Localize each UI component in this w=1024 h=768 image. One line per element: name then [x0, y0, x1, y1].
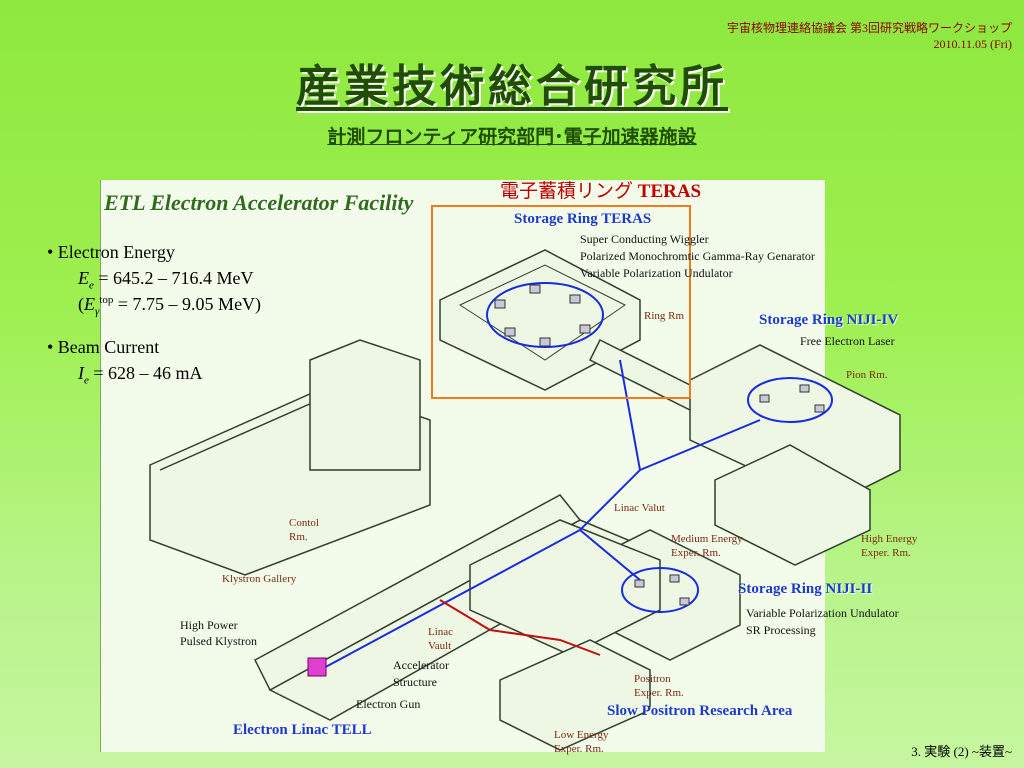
teras-highlight-box — [431, 205, 691, 399]
label-niji2-sr-processing: SR Processing — [746, 623, 816, 637]
label-free-electron-laser: Free Electron Laser — [800, 334, 895, 348]
teras-building — [439, 249, 641, 391]
gamma-energy-range: = 7.75 – 9.05 MeV) — [117, 294, 262, 314]
teras-heading-jp: 電子蓄積リング — [500, 181, 638, 202]
label-klystron-gallery: Klystron Gallery — [222, 573, 297, 585]
label-niji2-undulator: Variable Polarization Undulator — [746, 606, 899, 620]
label-linac-valut: Linac Valut — [614, 502, 665, 514]
label-storage-ring-niji4: Storage Ring NIJI-IV — [759, 312, 899, 328]
bullet-electron-energy: • Electron Energy — [47, 242, 175, 262]
label-control-rm-2: Rm. — [289, 531, 308, 543]
teras-heading-en: TERAS — [637, 181, 702, 202]
label-control-rm-1: Contol — [289, 517, 319, 529]
workshop-title: 宇宙核物理連絡協議会 第3回研究戦略ワークショップ — [726, 21, 1012, 35]
label-slow-positron-area: Slow Positron Research Area — [607, 703, 793, 719]
label-linac-vault-1: Linac — [428, 626, 454, 638]
electron-energy-value: Ee = 645.2 – 716.4 MeV — [78, 268, 254, 292]
positron-beamline — [439, 599, 601, 656]
gamma-energy-value: (Eγtop = 7.75 – 9.05 MeV) — [78, 294, 262, 318]
niji4-ring — [747, 377, 833, 423]
label-teras-wiggler: Super Conducting Wiggler — [580, 232, 709, 246]
bullet-beam-current: • Beam Current — [47, 337, 160, 357]
positron-building — [499, 639, 651, 751]
label-high-power-1: High Power — [180, 618, 238, 632]
label-high-energy-2: Exper. Rm. — [861, 547, 911, 559]
klystron-unit — [307, 657, 327, 677]
label-electron-gun: Electron Gun — [356, 697, 421, 711]
label-low-energy-1: Low Energy — [554, 729, 609, 741]
label-positron-exper-1: Positron — [634, 673, 671, 685]
label-high-power-2: Pulsed Klystron — [180, 634, 258, 648]
linac-beamline — [319, 359, 642, 671]
label-positron-exper-2: Exper. Rm. — [634, 687, 684, 699]
label-teras-undulator: Variable Polarization Undulator — [580, 266, 733, 280]
presentation-date: 2010.11.05 (Fri) — [933, 37, 1012, 51]
facility-title: ETL Electron Accelerator Facility — [104, 190, 414, 215]
high-energy-building — [714, 444, 871, 566]
electron-energy-range: = 645.2 – 716.4 MeV — [98, 268, 254, 288]
page-title: 産業技術総合研究所 — [296, 61, 728, 112]
label-accelerator-2: Structure — [393, 675, 437, 689]
label-accelerator-1: Accelerator — [393, 658, 449, 672]
label-pion-rm: Pion Rm. — [846, 369, 888, 381]
label-linac-vault-2: Vault — [428, 640, 452, 652]
medium-energy-building — [469, 519, 661, 656]
niji2-ring — [621, 567, 699, 613]
label-high-energy-1: High Energy — [861, 533, 918, 545]
label-storage-ring-teras: Storage Ring TERAS — [514, 211, 652, 227]
label-electron-linac-tell: Electron Linac TELL — [233, 722, 372, 738]
niji4-building — [689, 344, 901, 506]
klystron-gallery — [254, 494, 582, 692]
label-teras-gamma: Polarized Monochromtic Gamma-Ray Genarat… — [580, 249, 815, 263]
label-ring-rm: Ring Rm — [644, 310, 685, 322]
label-medium-energy-2: Exper. Rm. — [671, 547, 721, 559]
page-subtitle: 計測フロンティア研究部門･電子加速器施設 — [327, 126, 697, 148]
label-low-energy-2: Exper. Rm. — [554, 743, 604, 755]
beam-current-value: Ie = 628 – 46 mA — [78, 363, 203, 387]
label-storage-ring-niji2: Storage Ring NIJI-II — [738, 581, 873, 597]
beam-current-range: = 628 – 46 mA — [93, 363, 203, 383]
label-medium-energy-1: Medium Energy — [671, 533, 743, 545]
slide-footer: 3. 実験 (2) ~装置~ — [911, 744, 1012, 759]
teras-heading: 電子蓄積リング TERAS — [500, 176, 701, 203]
teras-ring — [486, 282, 604, 348]
control-building — [309, 339, 421, 471]
